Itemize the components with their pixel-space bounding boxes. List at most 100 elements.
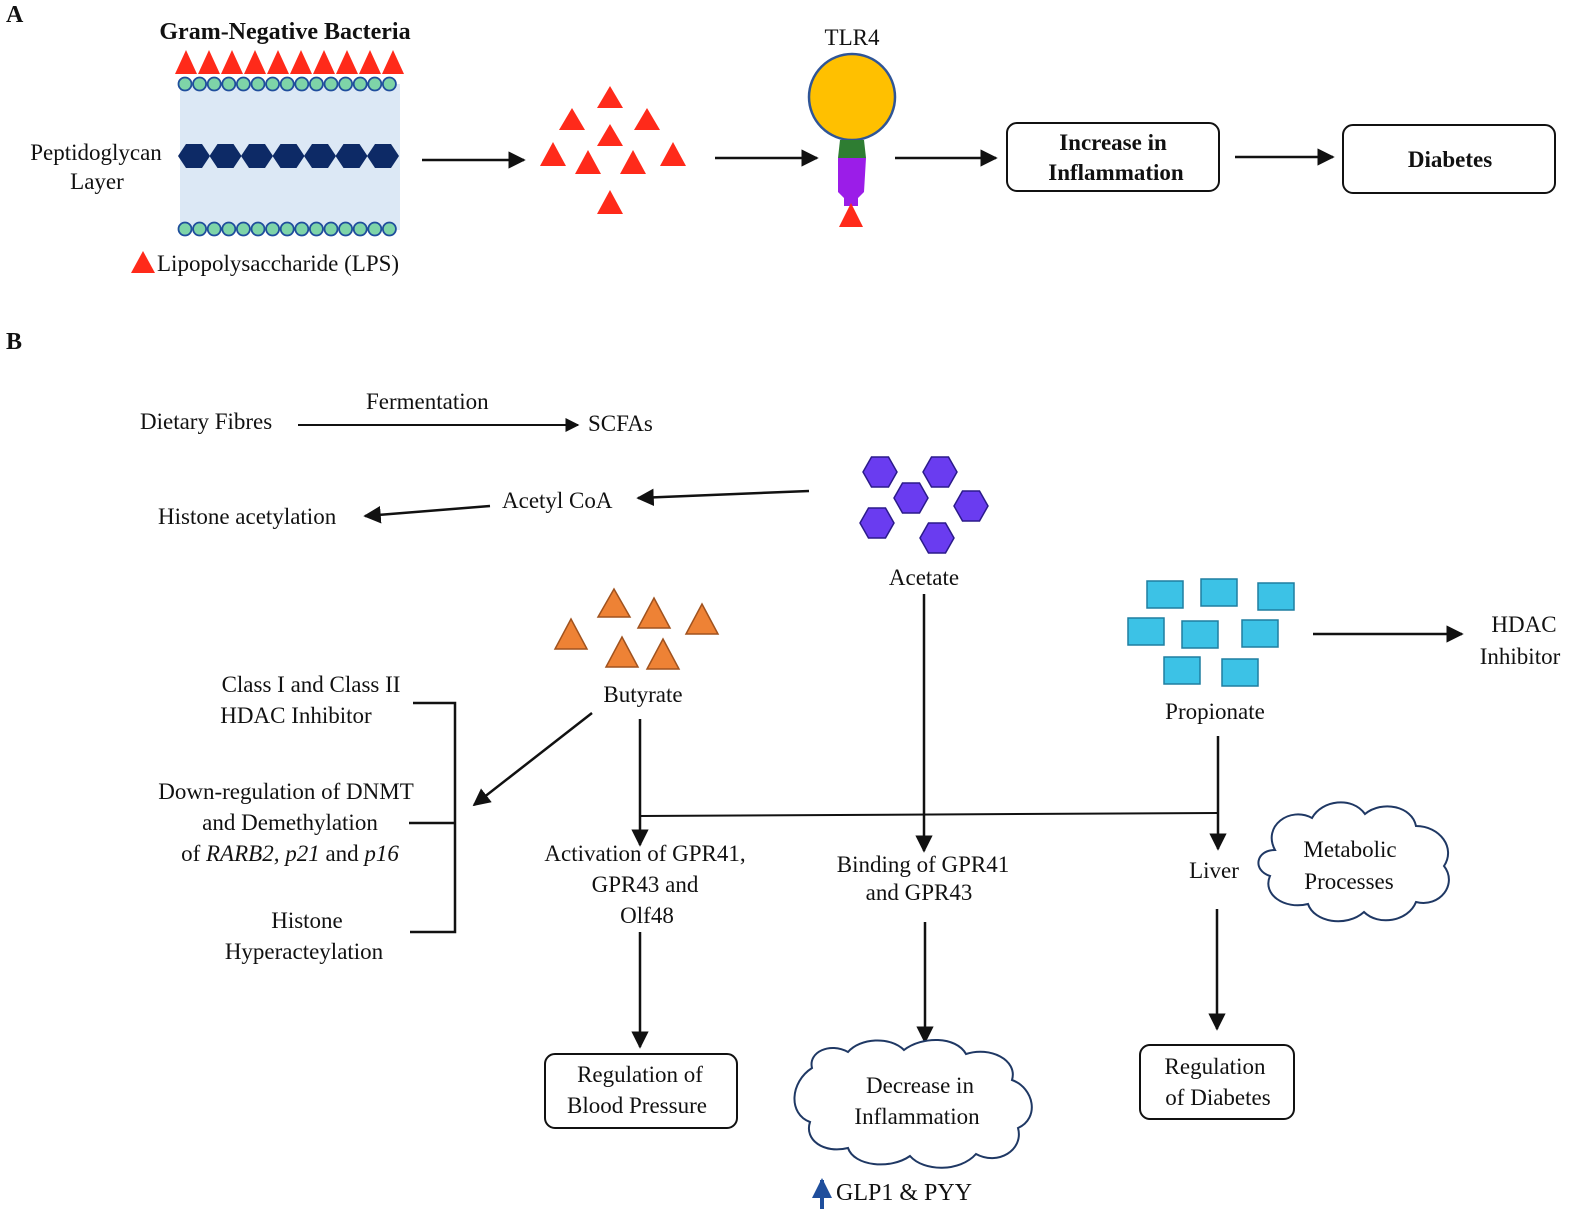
blood-pressure-line1: Regulation of	[577, 1062, 703, 1087]
lipid-bead	[308, 76, 324, 92]
acetate-hexagon	[922, 456, 958, 488]
lipid-bead	[265, 221, 281, 237]
acetate-hexagon	[893, 482, 929, 514]
arrow-butyrate-to-epigenetic	[472, 712, 593, 807]
metabolic-line1: Metabolic	[1303, 837, 1396, 862]
increase-inflammation-line1: Increase in	[1059, 130, 1167, 155]
lps-icon	[244, 50, 266, 74]
lipid-bead	[338, 76, 354, 92]
lps-icon	[382, 50, 404, 74]
bacteria-membrane: Gram-Negative Bacteria Peptidoglycan Lay…	[30, 19, 410, 276]
scfas-label: SCFAs	[588, 411, 653, 436]
hdac-inhibitor-line2: Inhibitor	[1480, 644, 1561, 669]
inner-membrane-beads	[177, 221, 397, 237]
activation-line2: GPR43 and	[592, 872, 699, 897]
butyrate-molecules	[553, 587, 720, 670]
peptidoglycan-hexagon	[304, 144, 336, 168]
lps-icon	[359, 50, 381, 74]
fermentation-label: Fermentation	[366, 389, 489, 414]
histone-hyper-line2: Hyperacteylation	[225, 939, 384, 964]
peptidoglycan-hexagon	[367, 144, 399, 168]
lipid-bead	[338, 221, 354, 237]
lipid-bead	[352, 76, 368, 92]
acetate-hexagon	[919, 522, 955, 554]
increase-inflammation-box: Increase in Inflammation	[1006, 122, 1220, 192]
lps-icon	[336, 50, 358, 74]
peptidoglycan-hexagon	[272, 144, 305, 168]
lipid-bead	[279, 76, 295, 92]
acetate-label: Acetate	[889, 565, 959, 590]
binding-line1: Binding of GPR41	[837, 852, 1010, 877]
tlr4-receptor: TLR4	[807, 25, 897, 227]
arrow-acetate-to-acetylcoa	[636, 488, 810, 507]
peptidoglycan-hexagon	[335, 144, 368, 168]
tlr4-head-icon	[807, 52, 897, 142]
lipid-bead	[206, 221, 222, 237]
acetate-hexagon	[859, 507, 895, 539]
peptidoglycan-layer	[178, 144, 399, 168]
bound-lps-icon	[839, 203, 863, 227]
lipid-bead	[221, 221, 237, 237]
dnmt-line1: Down-regulation of DNMT	[158, 779, 414, 804]
tlr4-body-icon	[838, 158, 866, 206]
lipid-bead	[250, 76, 266, 92]
regulation-diabetes-line1: Regulation	[1165, 1054, 1266, 1079]
decrease-line1: Decrease in	[866, 1073, 974, 1098]
lipid-bead	[381, 221, 397, 237]
metabolic-processes-cloud: Metabolic Processes	[1257, 801, 1450, 923]
regulation-diabetes-box: Regulation of Diabetes	[1139, 1044, 1295, 1120]
histone-acetylation-label: Histone acetylation	[158, 504, 337, 529]
peptidoglycan-hexagon	[209, 144, 242, 168]
lps-icon	[198, 50, 220, 74]
propionate-connector-line	[639, 812, 1219, 817]
diabetes-box: Diabetes	[1342, 124, 1556, 194]
acetate-molecules	[859, 456, 989, 554]
lps-icon	[267, 50, 289, 74]
peptidoglycan-label: Peptidoglycan	[30, 140, 162, 165]
lps-icon	[290, 50, 312, 74]
lipid-bead	[308, 221, 324, 237]
lipid-bead	[177, 221, 193, 237]
blood-pressure-box: Regulation of Blood Pressure	[544, 1053, 738, 1129]
lps-icon	[175, 50, 197, 74]
acetyl-coa-label: Acetyl CoA	[502, 488, 613, 513]
glp1-pyy-label: GLP1 & PYY	[836, 1180, 972, 1206]
histone-hyper-line1: Histone	[271, 908, 343, 933]
butyrate-label: Butyrate	[603, 682, 682, 707]
arrow-acetylcoa-to-histone	[363, 504, 491, 524]
lipid-bead	[323, 221, 339, 237]
lipid-bead	[294, 76, 310, 92]
acetate-hexagon	[862, 456, 898, 488]
increase-inflammation-line2: Inflammation	[1048, 160, 1184, 185]
class-hdac-line1: Class I and Class II	[222, 672, 401, 697]
lipid-bead	[294, 221, 310, 237]
lipid-bead	[265, 76, 281, 92]
lipid-bead	[367, 221, 383, 237]
blood-pressure-line2: Blood Pressure	[567, 1093, 707, 1118]
lps-row-top	[175, 50, 404, 74]
dietary-fibres-label: Dietary Fibres	[140, 409, 272, 434]
propionate-label: Propionate	[1165, 699, 1265, 724]
binding-line2: and GPR43	[866, 880, 973, 905]
dnmt-line2: and Demethylation	[202, 810, 378, 835]
lps-icon	[313, 50, 335, 74]
activation-line1: Activation of GPR41,	[544, 841, 745, 866]
layer-label: Layer	[70, 169, 124, 194]
hdac-inhibitor-line1: HDAC	[1491, 612, 1556, 637]
metabolic-line2: Processes	[1304, 869, 1393, 894]
outer-membrane-beads	[177, 76, 397, 92]
lipid-bead	[177, 76, 193, 92]
acetate-hexagon	[953, 490, 989, 522]
lps-legend-label: Lipopolysaccharide (LPS)	[157, 251, 399, 276]
epigenetic-bracket	[409, 701, 457, 934]
lipid-bead	[352, 221, 368, 237]
lps-legend-icon	[131, 251, 155, 273]
liver-label: Liver	[1189, 858, 1239, 883]
decrease-inflammation-cloud: Decrease in Inflammation	[793, 1038, 1033, 1169]
peptidoglycan-hexagon	[241, 144, 273, 168]
lipid-bead	[221, 76, 237, 92]
class-hdac-line2: HDAC Inhibitor	[220, 703, 372, 728]
dnmt-line3: of RARB2, p21 and p16	[181, 841, 399, 866]
peptidoglycan-hexagon	[178, 144, 210, 168]
